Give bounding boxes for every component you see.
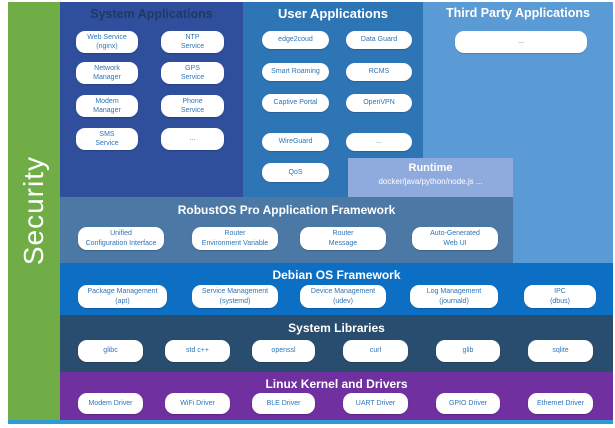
pill-ethernet-driver: Ethernet Driver — [528, 393, 593, 414]
pill-glib: glib — [436, 340, 500, 362]
pill-gps-service: GPS Service — [161, 62, 224, 84]
pill-openvpn: OpenVPN — [346, 94, 412, 112]
system-applications-panel: System Applications Web Service (nginx) … — [60, 2, 243, 197]
pill-log-management-journald: Log Management (journald) — [410, 285, 498, 308]
runtime-box: Runtime docker/java/python/node.js ... — [348, 158, 513, 197]
pill-sms-service: SMS Service — [76, 128, 138, 150]
system-libraries-band: System Libraries glibc std c++ openssl c… — [60, 315, 613, 372]
pill-modem-manager: Modem Manager — [76, 95, 138, 117]
system-applications-title: System Applications — [90, 7, 213, 21]
pill-curl: curl — [343, 340, 408, 362]
pill-smart-roaming: Smart Roaming — [262, 63, 329, 81]
pill-glibc: glibc — [78, 340, 143, 362]
pill-wireguard: WireGuard — [262, 133, 329, 151]
pill-package-management-apt: Package Management (apt) — [78, 285, 167, 308]
pill-third-party-more: ... — [455, 31, 587, 53]
runtime-title: Runtime — [408, 162, 453, 174]
pill-phone-service: Phone Service — [161, 95, 224, 117]
pill-uart-driver: UART Driver — [343, 393, 408, 414]
runtime-subtitle: docker/java/python/node.js ... — [378, 177, 483, 186]
system-libraries-title: System Libraries — [288, 321, 385, 335]
pill-auto-generated-web-ui: Auto-Generated Web UI — [412, 227, 498, 250]
security-label: Security — [18, 156, 49, 266]
pill-service-management-systemd: Service Management (systemd) — [192, 285, 278, 308]
bottom-accent-strip — [8, 420, 613, 424]
pill-system-apps-more: ... — [161, 128, 224, 150]
pill-rcms: RCMS — [346, 63, 412, 81]
pill-ntp-service: NTP Service — [161, 31, 224, 53]
pill-device-management-udev: Device Management (udev) — [300, 285, 386, 308]
third-party-applications-title: Third Party Applications — [445, 6, 590, 20]
pill-gpio-driver: GPIO Driver — [436, 393, 500, 414]
linux-kernel-band: Linux Kernel and Drivers Modem Driver Wi… — [60, 372, 613, 420]
linux-kernel-title: Linux Kernel and Drivers — [265, 377, 408, 391]
debian-os-framework-title: Debian OS Framework — [272, 268, 401, 282]
pill-openssl: openssl — [252, 340, 315, 362]
debian-os-framework-band: Debian OS Framework Package Management (… — [60, 263, 613, 315]
pill-sqlite: sqlite — [528, 340, 593, 362]
pill-modem-driver: Modem Driver — [78, 393, 143, 414]
pill-std-cpp: std c++ — [165, 340, 230, 362]
pill-router-environment-variable: Router Environment Variable — [192, 227, 278, 250]
pill-web-service-nginx: Web Service (nginx) — [76, 31, 138, 53]
user-applications-title: User Applications — [277, 6, 389, 21]
pill-captive-portal: Captive Portal — [262, 94, 329, 112]
pill-ipc-dbus: IPC (dbus) — [524, 285, 596, 308]
pill-edge2coud: edge2coud — [262, 31, 329, 49]
pill-unified-configuration-interface: Unified Configuration Interface — [78, 227, 164, 250]
pill-qos: QoS — [262, 163, 329, 182]
pill-router-message: Router Message — [300, 227, 386, 250]
robustos-framework-band: RobustOS Pro Application Framework Unifi… — [60, 197, 513, 263]
pill-ble-driver: BLE Driver — [252, 393, 315, 414]
security-layer-bar: Security — [8, 2, 60, 420]
pill-network-manager: Network Manager — [76, 62, 138, 84]
pill-wifi-driver: WiFi Driver — [165, 393, 230, 414]
robustos-framework-title: RobustOS Pro Application Framework — [177, 203, 396, 217]
pill-user-apps-more: ... — [346, 133, 412, 151]
user-applications-panel: User Applications edge2coud Data Guard S… — [243, 2, 423, 197]
pill-data-guard: Data Guard — [346, 31, 412, 49]
